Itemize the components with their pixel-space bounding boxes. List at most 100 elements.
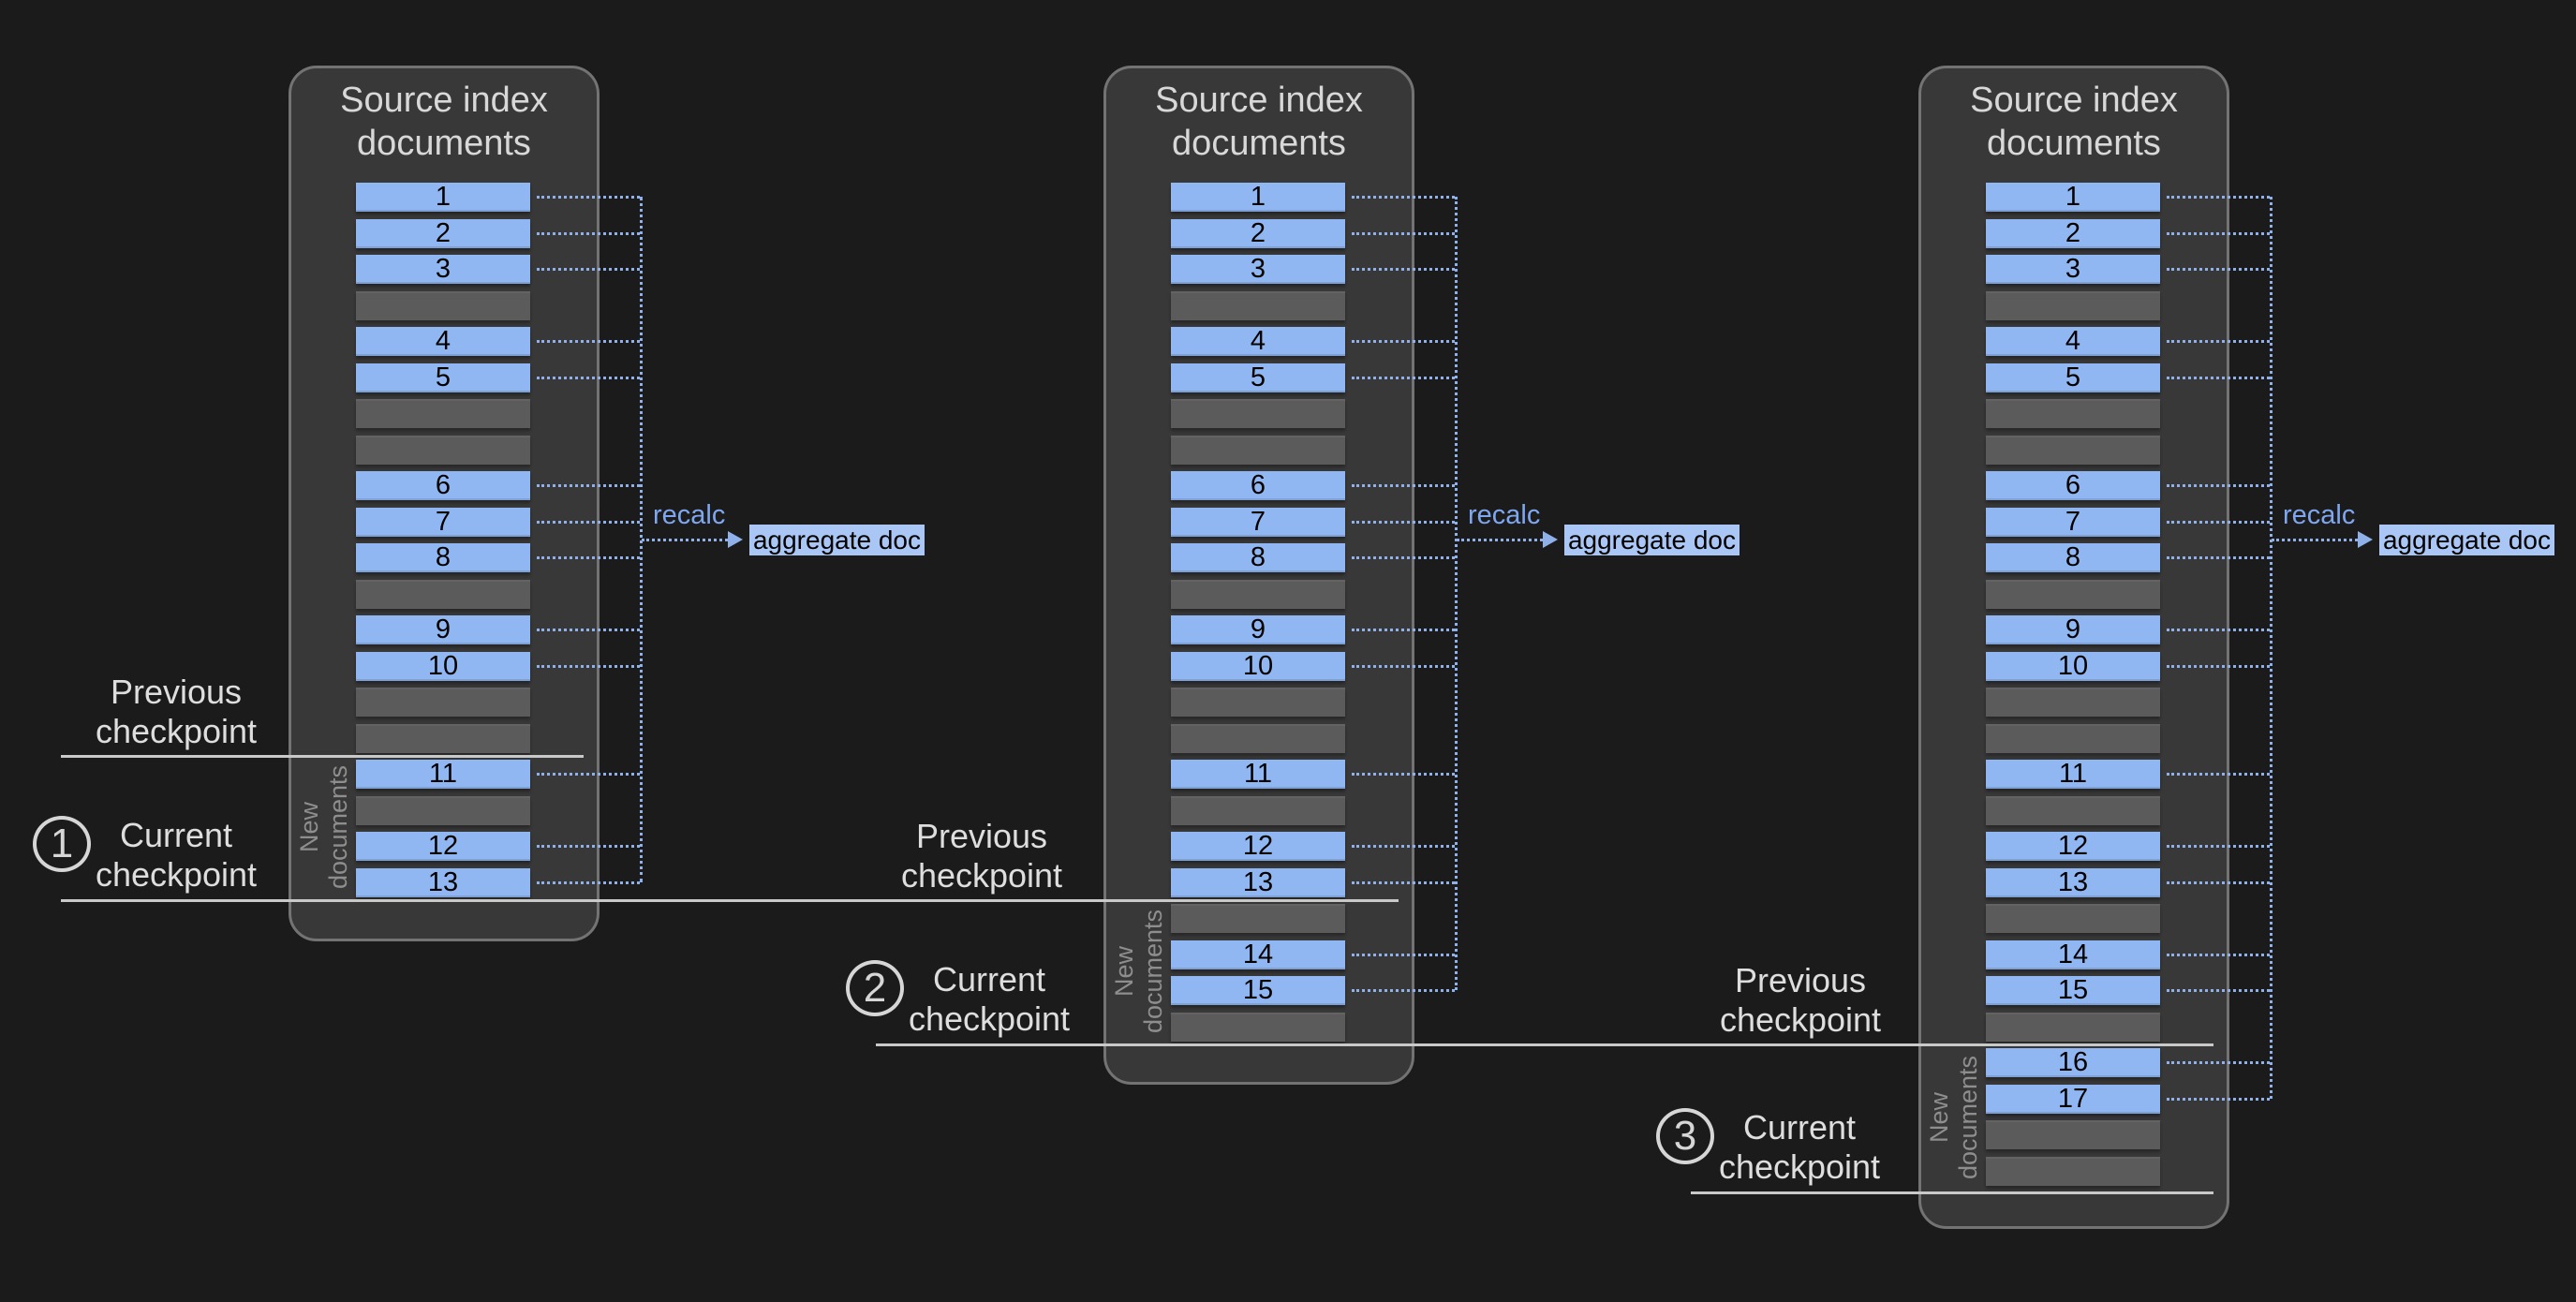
empty-row (356, 579, 530, 609)
doc-row: 8 (1171, 542, 1345, 572)
doc-row: 9 (356, 614, 530, 644)
empty-row (1171, 399, 1345, 428)
doc-row: 2 (1986, 218, 2160, 248)
panel-title-line: Source index (1155, 81, 1363, 120)
doc-row: 9 (1986, 614, 2160, 644)
checkpoint-number-badge: 3 (1656, 1108, 1714, 1164)
doc-connector-line (537, 340, 640, 343)
aggregate-doc-box: aggregate doc (749, 525, 925, 555)
panel-title: Source index documents (289, 79, 600, 165)
recalc-arrow-line (2272, 539, 2358, 541)
doc-connector-line (537, 845, 640, 848)
checkpoint-number-badge: 1 (33, 816, 91, 872)
doc-connector-line (2167, 953, 2270, 956)
empty-row (1171, 1012, 1345, 1042)
panel-title-line: Source index (340, 81, 548, 120)
doc-row: 7 (356, 507, 530, 537)
doc-row: 10 (1171, 651, 1345, 681)
collector-vline (640, 197, 643, 882)
empty-row (1986, 795, 2160, 825)
empty-row (1986, 1012, 2160, 1042)
doc-connector-line (1352, 773, 1455, 776)
empty-row (1986, 688, 2160, 717)
panel-title-line: documents (357, 124, 531, 163)
doc-connector-line (537, 664, 640, 668)
doc-connector-line (1352, 664, 1455, 668)
doc-row: 14 (1171, 940, 1345, 969)
doc-connector-line (2167, 231, 2270, 235)
doc-connector-line (2167, 773, 2270, 776)
doc-row: 16 (1986, 1047, 2160, 1077)
empty-row (1986, 579, 2160, 609)
empty-row (1986, 435, 2160, 465)
previous-checkpoint-label-line: Previous (1734, 961, 1867, 999)
empty-row (1171, 579, 1345, 609)
doc-connector-line (537, 773, 640, 776)
doc-row: 1 (356, 182, 530, 212)
empty-row (1986, 904, 2160, 933)
doc-row: 11 (1986, 759, 2160, 789)
new-documents-label-line: documents (324, 764, 352, 890)
doc-row: 3 (356, 254, 530, 284)
recalc-arrowhead-icon (1543, 531, 1558, 548)
previous-checkpoint-label-line: checkpoint (900, 856, 1063, 895)
doc-row: 4 (1171, 326, 1345, 356)
checkpoint-line (876, 1043, 2213, 1046)
doc-connector-line (537, 880, 640, 884)
doc-row: 8 (356, 542, 530, 572)
empty-row (1986, 1120, 2160, 1149)
collector-vline (2270, 197, 2273, 1099)
empty-row (356, 290, 530, 320)
current-checkpoint-label-line: checkpoint (95, 855, 258, 894)
doc-row: 5 (356, 362, 530, 392)
doc-connector-line (537, 484, 640, 487)
doc-row: 5 (1986, 362, 2160, 392)
doc-row: 3 (1171, 254, 1345, 284)
doc-connector-line (1352, 520, 1455, 524)
doc-row: 6 (1986, 470, 2160, 500)
new-documents-label-line: New (1925, 1092, 1953, 1144)
current-checkpoint-label-line: checkpoint (1718, 1147, 1881, 1186)
doc-row: 2 (1171, 218, 1345, 248)
checkpoint-line (61, 755, 584, 758)
doc-connector-line (2167, 484, 2270, 487)
aggregate-doc-box: aggregate doc (1564, 525, 1740, 555)
doc-row: 2 (356, 218, 530, 248)
doc-connector-line (1352, 880, 1455, 884)
previous-checkpoint-label-line: checkpoint (1719, 1000, 1882, 1039)
recalc-arrowhead-icon (728, 531, 743, 548)
current-checkpoint-label-line: Current (1742, 1108, 1857, 1147)
doc-row: 6 (1171, 470, 1345, 500)
doc-connector-line (1352, 556, 1455, 559)
doc-connector-line (2167, 989, 2270, 992)
doc-connector-line (1352, 376, 1455, 379)
panel-title-line: documents (1172, 124, 1346, 163)
collector-vline (1455, 197, 1458, 990)
doc-connector-line (2167, 845, 2270, 848)
panel-title-line: documents (1987, 124, 2161, 163)
doc-connector-line (2167, 880, 2270, 884)
doc-connector-line (537, 231, 640, 235)
doc-row: 9 (1171, 614, 1345, 644)
doc-row: 3 (1986, 254, 2160, 284)
empty-row (1986, 399, 2160, 428)
doc-row: 7 (1171, 507, 1345, 537)
doc-row: 8 (1986, 542, 2160, 572)
doc-connector-line (2167, 520, 2270, 524)
doc-connector-line (1352, 231, 1455, 235)
panel-title: Source index documents (1103, 79, 1414, 165)
doc-row: 11 (1171, 759, 1345, 789)
doc-row: 12 (356, 831, 530, 861)
doc-connector-line (1352, 845, 1455, 848)
empty-row (1171, 795, 1345, 825)
doc-connector-line (537, 268, 640, 271)
doc-row: 11 (356, 759, 530, 789)
doc-row: 6 (356, 470, 530, 500)
